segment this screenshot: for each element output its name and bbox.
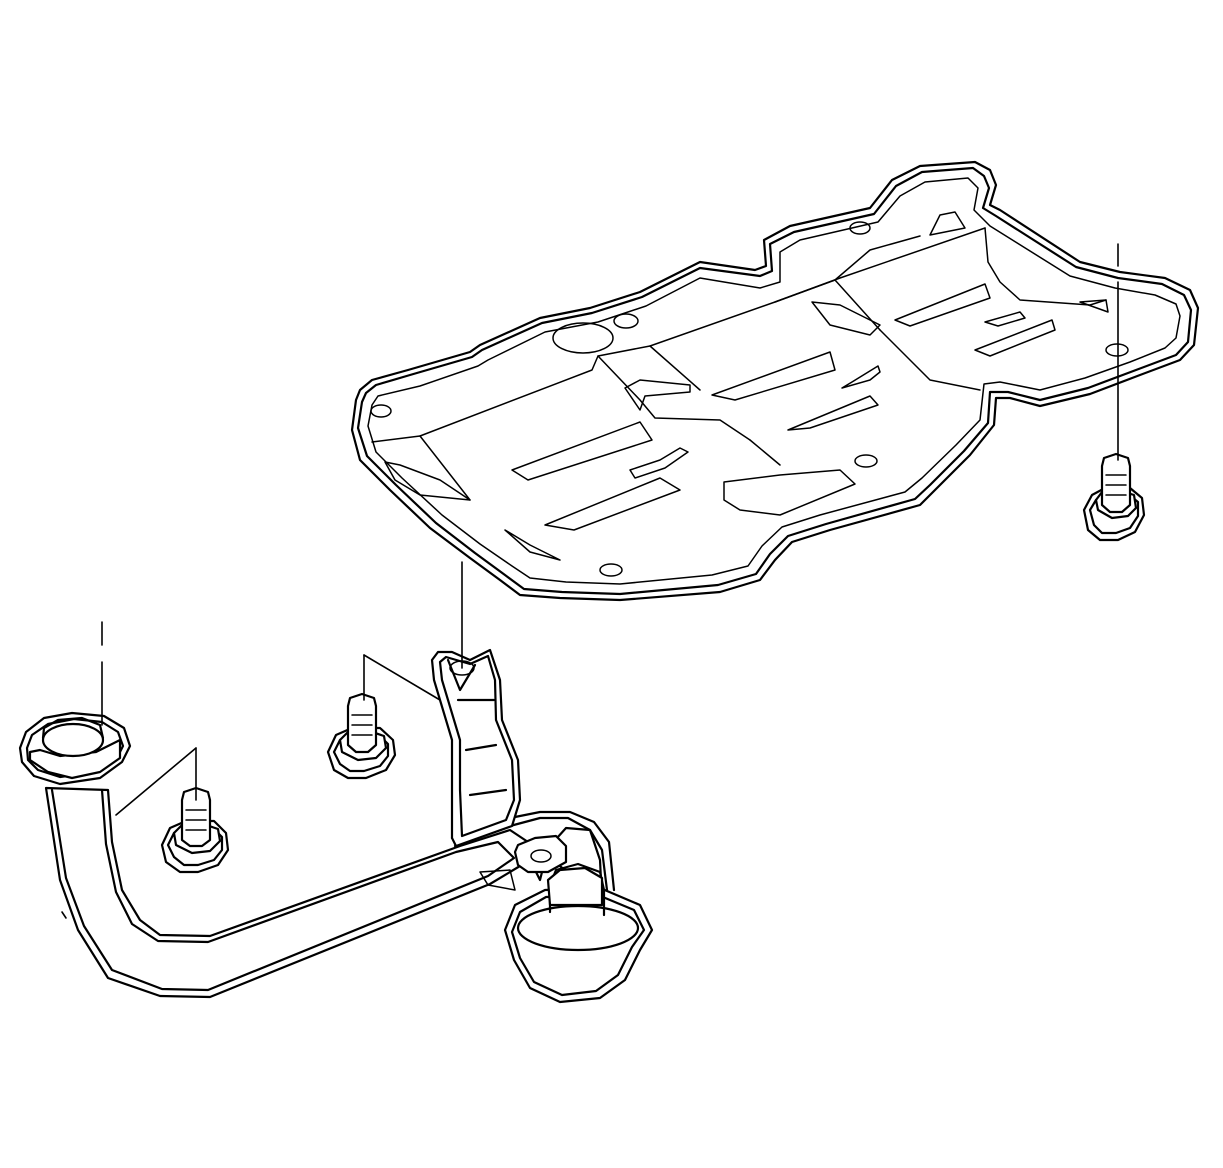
bolt bbox=[160, 786, 230, 874]
oil-pump-pickup-tube bbox=[18, 648, 654, 1004]
oil-pan-baffle bbox=[350, 160, 1200, 602]
leader-lines bbox=[61, 243, 1119, 919]
bolt bbox=[326, 692, 397, 780]
bolt bbox=[1082, 452, 1146, 542]
